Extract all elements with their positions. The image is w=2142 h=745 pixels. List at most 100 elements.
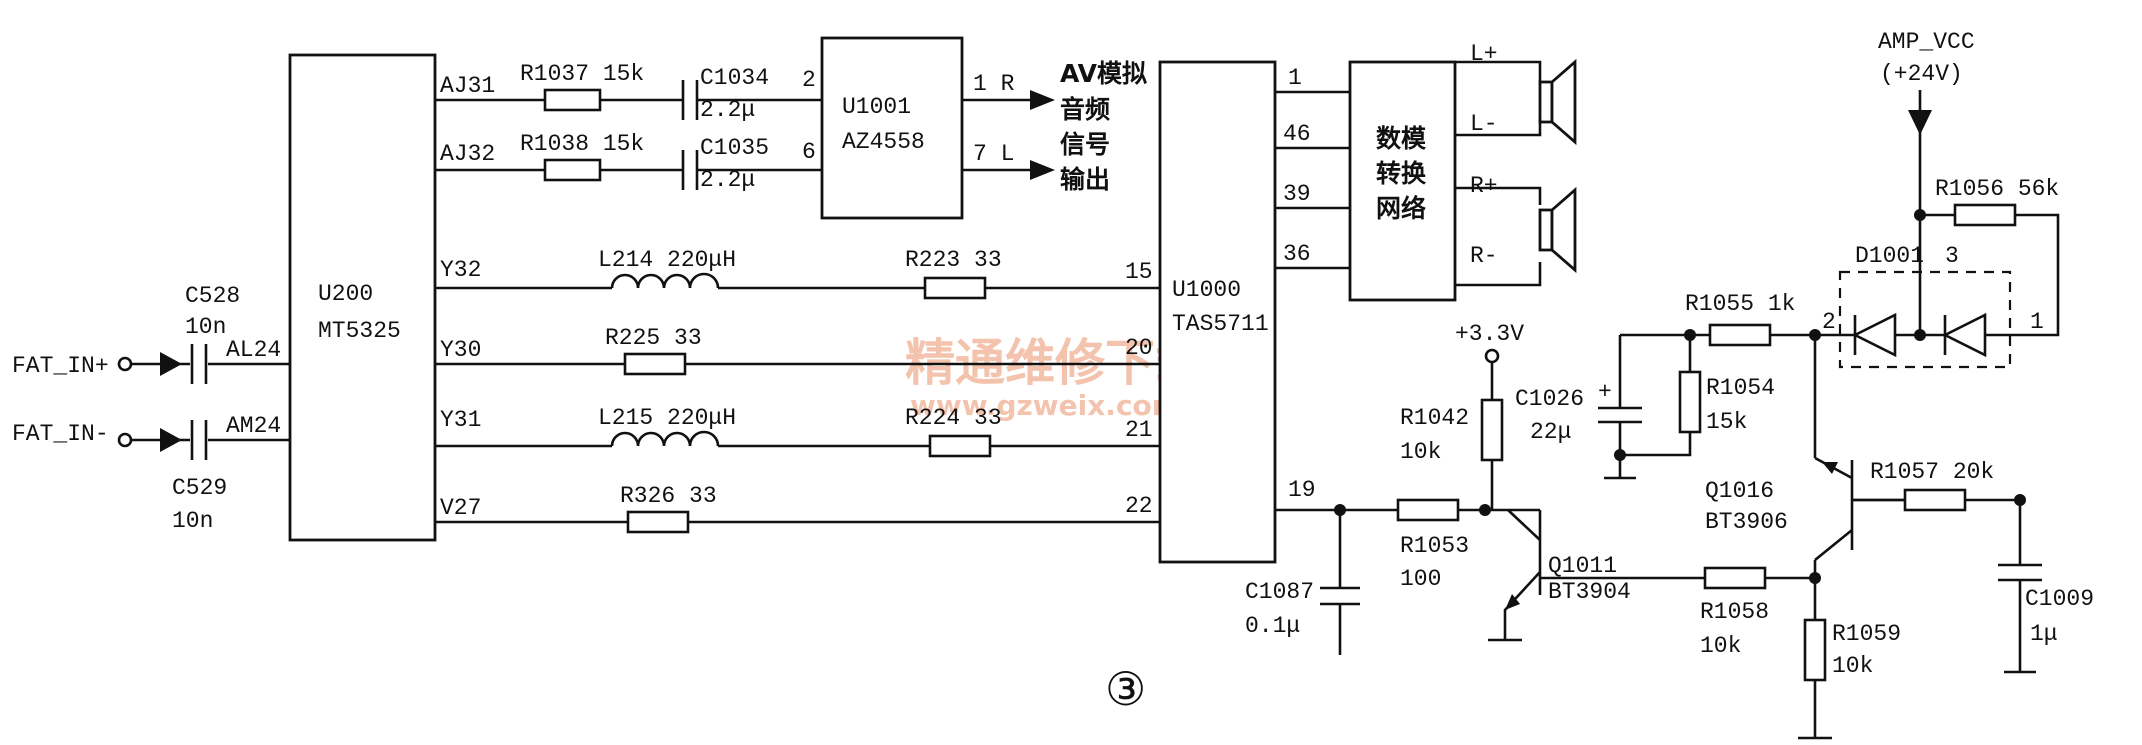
u1001-pin2: 2 <box>802 67 816 93</box>
u1000-pin22: 22 <box>1125 493 1153 519</box>
aj32-net-label: AJ32 <box>440 141 495 167</box>
c1087-value: 0.1μ <box>1245 613 1300 639</box>
d1001-ref: D1001 <box>1855 243 1924 269</box>
r1042-resistor-icon <box>1480 398 1504 462</box>
dac-label-3: 网络 <box>1376 194 1426 223</box>
v33-terminal <box>1484 348 1500 364</box>
c1034-capacitor-icon <box>681 80 699 120</box>
r1058-value: 10k <box>1700 633 1741 659</box>
figure-number: ③ <box>1105 662 1146 716</box>
r1054-wire <box>1620 335 1692 457</box>
am24-pin-label: AM24 <box>226 413 281 439</box>
u200-chip <box>288 53 437 542</box>
u1000-pin20: 20 <box>1125 335 1153 361</box>
u1000-pin21: 21 <box>1125 417 1153 443</box>
r1056-label: R1056 56k <box>1935 176 2059 202</box>
v33-label: +3.3V <box>1455 321 1524 347</box>
c1026-ref: C1026 <box>1515 386 1584 412</box>
r1059-value: 10k <box>1832 653 1873 679</box>
watermark-url: www.gzweix.com <box>910 389 1181 422</box>
r225-resistor-icon <box>623 352 687 376</box>
v27-net-label: V27 <box>440 495 481 521</box>
d1001-diode-left-icon <box>1815 312 1920 358</box>
c1009-capacitor-icon <box>1998 500 2042 674</box>
q1016-part: BT3906 <box>1705 509 1788 535</box>
speaker-wires <box>1455 60 1542 287</box>
r1056-wire <box>1920 213 2060 337</box>
u200-ref: U200 <box>318 281 373 307</box>
r1042-wire <box>1485 362 1540 512</box>
r225-label: R225 33 <box>605 325 702 351</box>
l-plus-label: L+ <box>1470 41 1498 67</box>
q1011-part: BT3904 <box>1548 579 1631 605</box>
r224-label: R224 33 <box>905 405 1002 431</box>
al24-pin-label: AL24 <box>226 337 281 363</box>
r1053-value: 100 <box>1400 566 1441 592</box>
r1058-ref: R1058 <box>1700 599 1769 625</box>
l215-inductor-icon <box>610 430 720 447</box>
d1001-pin3: 3 <box>1945 243 1959 269</box>
junction-dot <box>1614 449 1626 461</box>
arrow-icon <box>1908 110 1932 135</box>
u1000-part: TAS5711 <box>1172 311 1269 337</box>
c1035-ref: C1035 <box>700 135 769 161</box>
u1001-ref: U1001 <box>842 94 911 120</box>
r1054-ref: R1054 <box>1706 375 1775 401</box>
r326-label: R326 33 <box>620 483 717 509</box>
r1058-resistor-icon <box>1703 566 1767 590</box>
l214-label: L214 220μH <box>598 247 736 273</box>
u1001-part: AZ4558 <box>842 129 925 155</box>
y32-net-label: Y32 <box>440 257 481 283</box>
r1056-resistor-icon <box>1953 203 2017 227</box>
r223-resistor-icon <box>923 276 987 300</box>
dac-pin1: 1 <box>1288 65 1302 91</box>
c1087-capacitor-icon <box>1320 510 1360 655</box>
c528-ref: C528 <box>185 283 240 309</box>
dac-label-1: 数模 <box>1376 124 1427 153</box>
r1037-label: R1037 15k <box>520 61 644 87</box>
c1026-capacitor-icon <box>1598 335 1642 480</box>
c529-value: 10n <box>172 508 213 534</box>
r1055-resistor-icon <box>1708 323 1772 347</box>
d1001-package-outline <box>1838 270 2012 369</box>
c528-value: 10n <box>185 314 226 340</box>
r-minus-label: R- <box>1470 243 1498 269</box>
arrow-icon <box>1030 160 1055 180</box>
r1053-ref: R1053 <box>1400 533 1469 559</box>
r1037-resistor-icon <box>543 88 602 112</box>
u1001-pin7-l: 7 L <box>973 141 1014 167</box>
r1059-wire <box>1798 578 1832 740</box>
r1042-value: 10k <box>1400 439 1441 465</box>
u1000-pin15: 15 <box>1125 259 1153 285</box>
c1087-ref: C1087 <box>1245 579 1314 605</box>
c1009-value: 1μ <box>2030 621 2058 647</box>
arrow-icon <box>1030 90 1055 110</box>
c529-ref: C529 <box>172 475 227 501</box>
r1042-ref: R1042 <box>1400 405 1469 431</box>
r1059-ref: R1059 <box>1832 621 1901 647</box>
av-output-label-1: AV模拟 <box>1060 59 1147 88</box>
q1011-ref: Q1011 <box>1548 553 1617 579</box>
l214-inductor-icon <box>610 272 720 289</box>
r1054-resistor-icon <box>1678 370 1702 434</box>
u1000-chip <box>1158 60 1277 564</box>
l-minus-label: L- <box>1470 111 1498 137</box>
amp-vcc-voltage: (+24V) <box>1880 61 1963 87</box>
dac-label-2: 转换 <box>1376 159 1427 188</box>
q1011-transistor-icon <box>1488 509 1542 642</box>
c1035-value: 2.2μ <box>700 167 755 193</box>
c1026-plus-sign: + <box>1598 379 1612 405</box>
c1009-ref: C1009 <box>2025 586 2094 612</box>
q1016-transistor-icon <box>1813 335 1915 578</box>
av-output-label-3: 信号 <box>1060 130 1110 159</box>
dac-pin46: 46 <box>1283 121 1311 147</box>
d1001-diode-right-icon <box>1920 312 2010 358</box>
speaker-right-icon <box>1538 186 1577 274</box>
u1001-pin1-r: 1 R <box>973 71 1015 97</box>
d1001-pin2: 2 <box>1822 309 1836 335</box>
amp-vcc-label: AMP_VCC <box>1878 29 1975 55</box>
r224-resistor-icon <box>928 434 992 458</box>
r223-label: R223 33 <box>905 247 1002 273</box>
r1057-label: R1057 20k <box>1870 459 1994 485</box>
